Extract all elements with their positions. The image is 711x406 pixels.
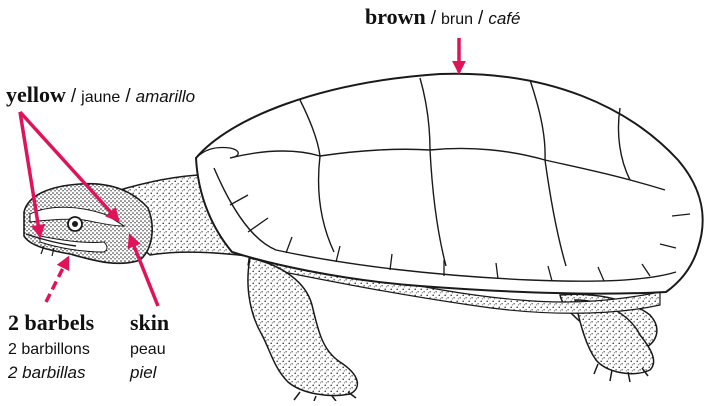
label-head-stripe-es: amarillo: [136, 87, 196, 106]
label-barbels-fr: 2 barbillons: [8, 342, 94, 358]
label-shell-color-en: brown: [365, 4, 426, 29]
label-skin-es: piel: [130, 364, 169, 381]
arrow-barbels: [46, 258, 68, 302]
label-shell-color-fr: brun: [441, 11, 473, 28]
label-head-stripe-sep-1: /: [71, 86, 76, 107]
label-skin-en: skin: [130, 312, 169, 334]
label-head-stripe-fr: jaune: [81, 89, 120, 106]
label-barbels-es: 2 barbillas: [8, 364, 94, 381]
pupil: [72, 221, 78, 227]
label-head-stripe-en: yellow: [6, 82, 66, 107]
label-shell-color-sep-2: /: [478, 8, 483, 29]
label-shell-color: brown/brun/café: [365, 6, 520, 28]
label-shell-color-es: café: [488, 9, 520, 28]
carapace: [196, 74, 703, 294]
label-head-stripe-sep-2: /: [125, 86, 130, 107]
label-skin: skin peau piel: [130, 312, 169, 381]
label-head-stripe-color: yellow/jaune/amarillo: [6, 84, 195, 106]
label-barbels-en: 2 barbels: [8, 312, 94, 334]
label-skin-fr: peau: [130, 342, 169, 358]
label-shell-color-sep-1: /: [431, 8, 436, 29]
label-barbels: 2 barbels 2 barbillons 2 barbillas: [8, 312, 94, 381]
